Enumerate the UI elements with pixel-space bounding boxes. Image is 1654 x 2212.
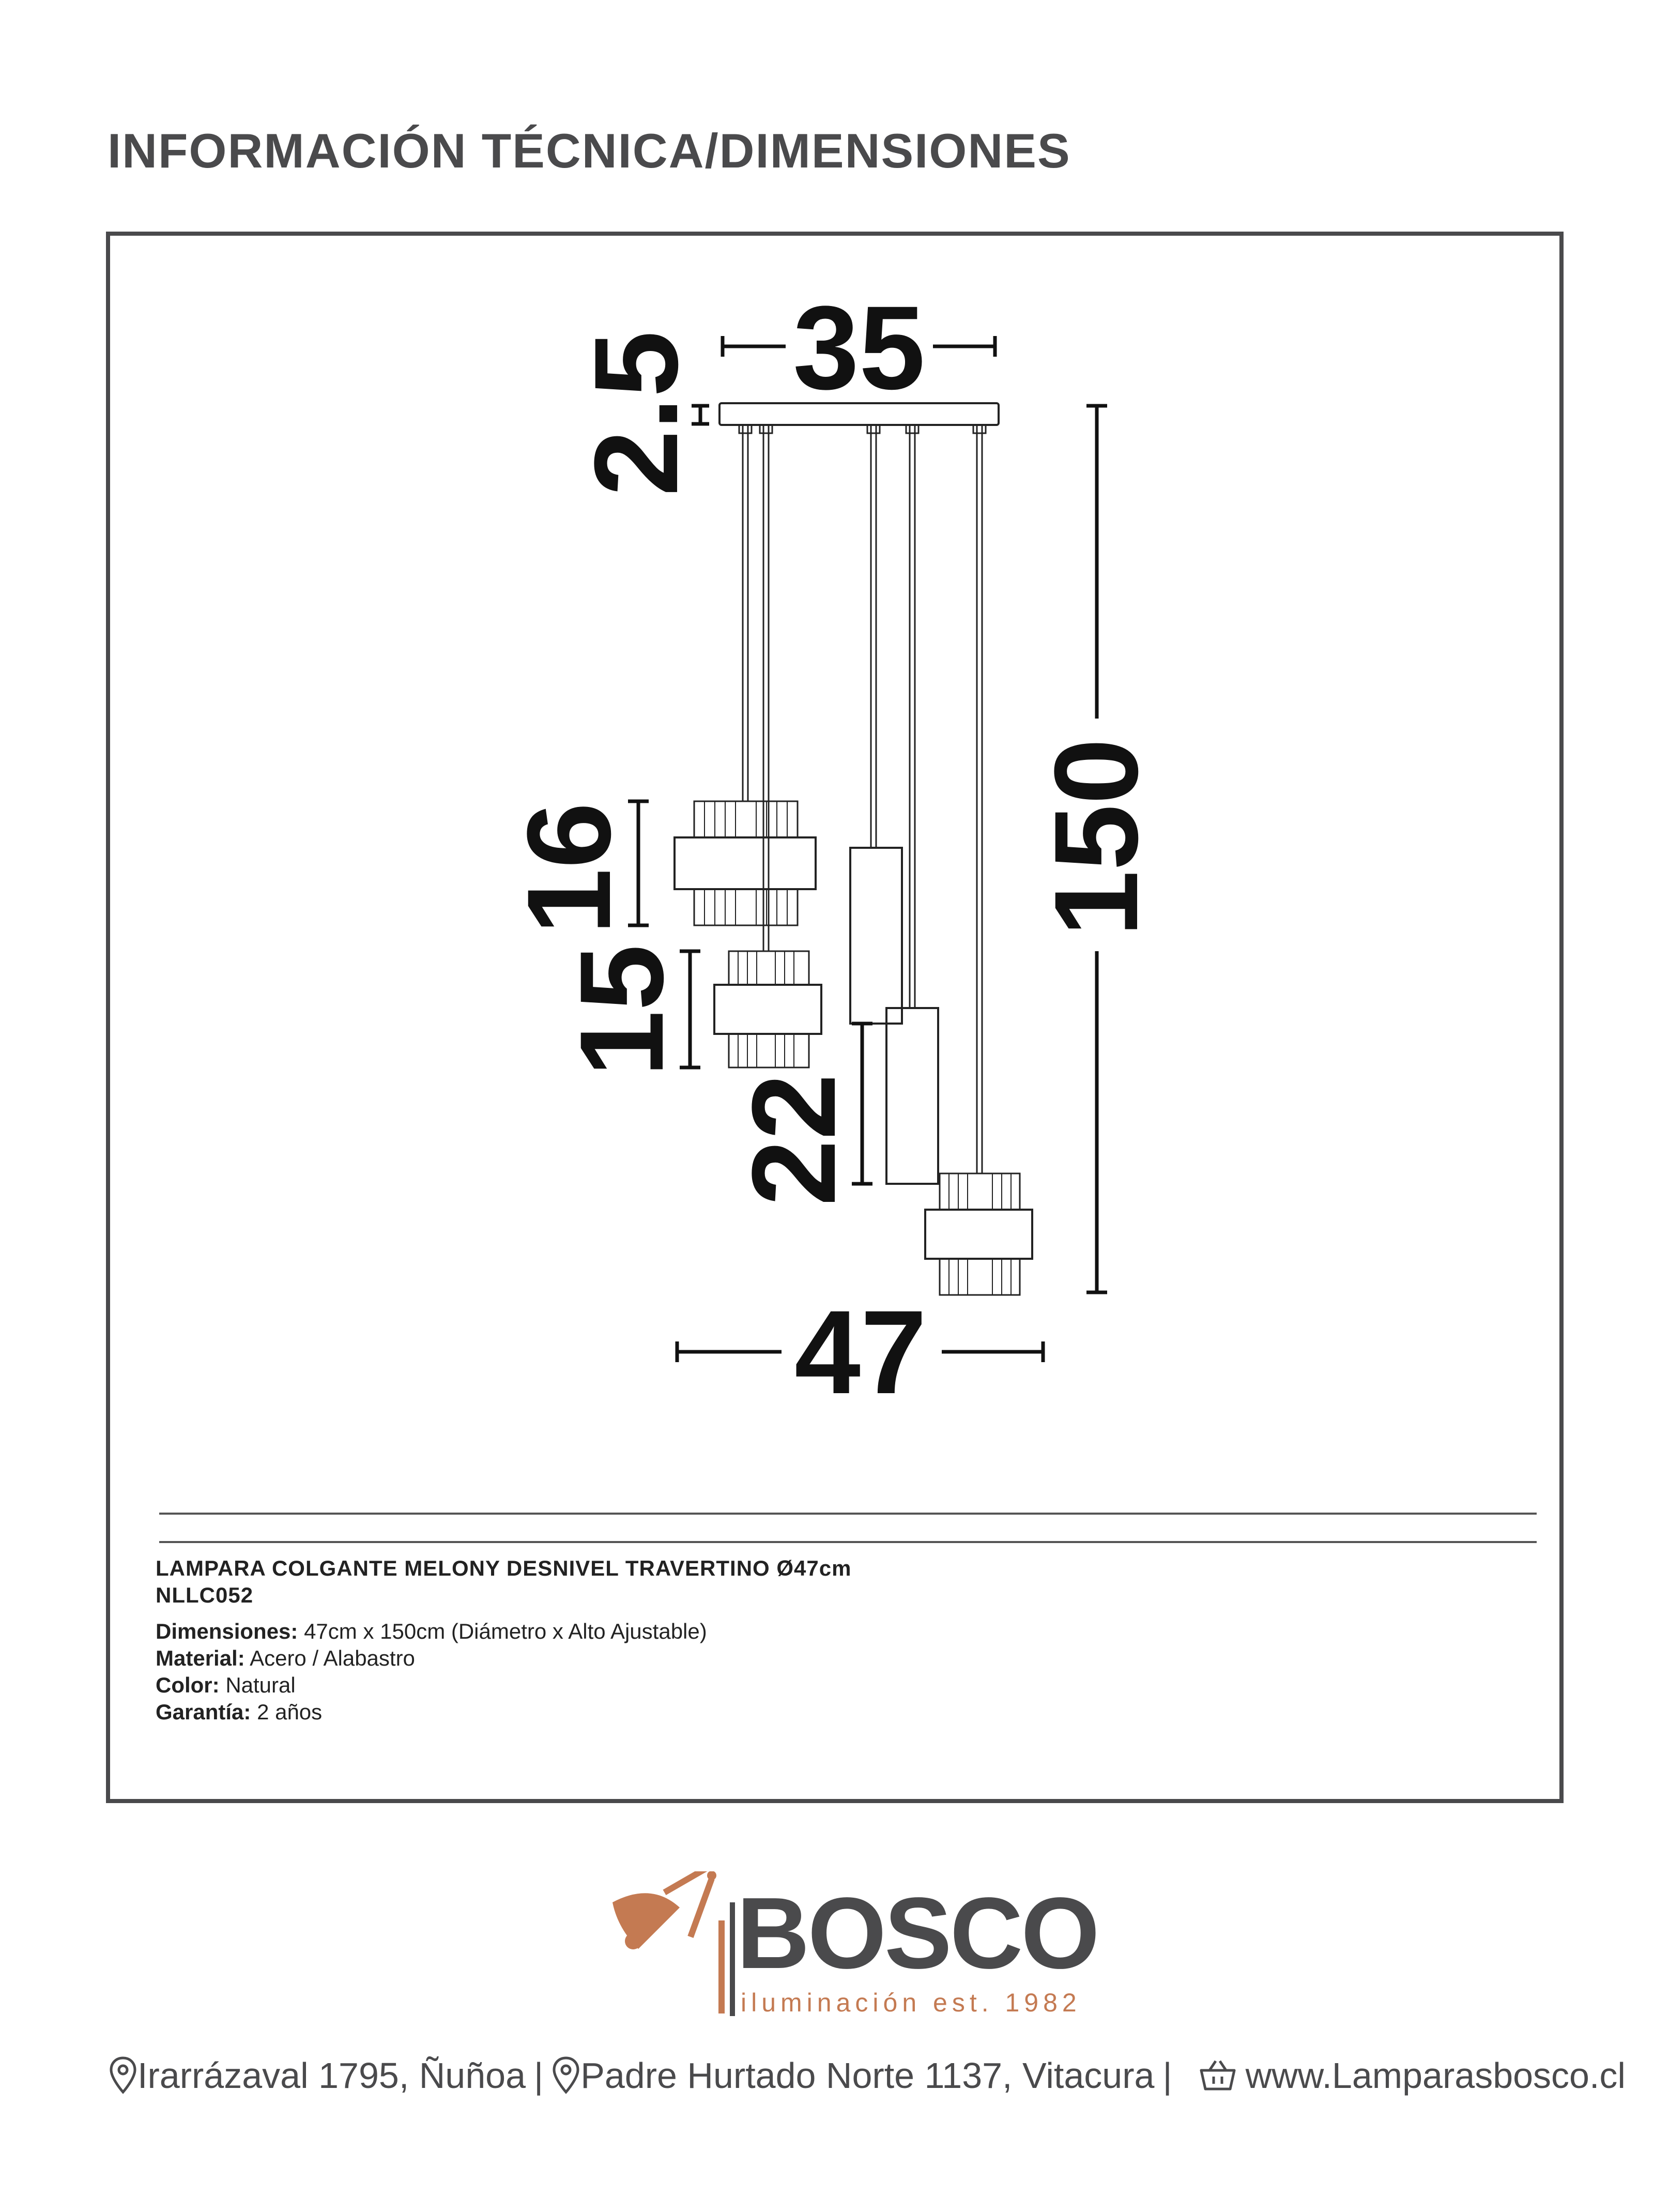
pendant-cylinder-a — [849, 847, 903, 1025]
pendant-shade-b — [713, 950, 822, 1069]
spec-dimensions: Dimensiones: 47cm x 150cm (Diámetro x Al… — [156, 1619, 707, 1643]
brand-tagline: iluminación est. 1982 — [741, 1988, 1081, 2017]
desk-lamp-icon — [612, 1871, 735, 2016]
product-title: LAMPARA COLGANTE MELONY DESNIVEL TRAVERT… — [156, 1556, 852, 1580]
dim-top-width: 35 — [793, 281, 925, 414]
dim-shade-a-height: 16 — [502, 802, 635, 935]
cables — [742, 425, 983, 1173]
pendant-shade-a — [673, 800, 817, 926]
dimension-lines — [628, 336, 1107, 1362]
spec-material: Material: Acero / Alabastro — [156, 1646, 415, 1670]
dim-canopy-height: 2.5 — [570, 331, 702, 496]
dim-total-height: 150 — [1030, 738, 1162, 937]
product-code: NLLC052 — [156, 1583, 254, 1607]
dim-cylinder-height: 22 — [727, 1074, 860, 1206]
address-vitacura: Padre Hurtado Norte 1137, Vitacura — [580, 2055, 1155, 2096]
pendant-cylinder-b — [885, 1007, 939, 1185]
technical-drawing: 35 2.5 150 16 15 22 47 — [502, 281, 1162, 1418]
brand-name: BOSCO — [737, 1877, 1100, 1990]
footer-separator: | — [1162, 2055, 1172, 2096]
footer: Irarrázaval 1795, Ñuñoa | Padre Hurtado … — [109, 2055, 1626, 2096]
canopy — [718, 402, 1000, 426]
dim-shade-b-height: 15 — [555, 944, 688, 1077]
address-nunoa: Irarrázaval 1795, Ñuñoa — [137, 2055, 526, 2096]
product-specs: LAMPARA COLGANTE MELONY DESNIVEL TRAVERT… — [156, 1555, 851, 1726]
technical-frame: 35 2.5 150 16 15 22 47 LAMPARA COLGANTE … — [106, 232, 1564, 1803]
page-title: INFORMACIÓN TÉCNICA/DIMENSIONES — [108, 124, 1071, 178]
website-link[interactable]: www.Lamparasbosco.cl — [1245, 2055, 1626, 2096]
shopping-basket-icon — [1200, 2060, 1236, 2091]
footer-separator: | — [534, 2055, 544, 2096]
divider-bottom — [159, 1541, 1537, 1543]
pendant-shade-c — [924, 1172, 1033, 1296]
location-pin-icon — [553, 2056, 579, 2094]
brand-logo: BOSCO iluminación est. 1982 — [602, 1871, 1100, 2021]
spec-warranty: Garantía: 2 años — [156, 1700, 323, 1724]
divider-top — [159, 1513, 1537, 1515]
spec-color: Color: Natural — [156, 1673, 296, 1697]
dim-total-width: 47 — [794, 1286, 927, 1418]
location-pin-icon — [110, 2056, 136, 2094]
